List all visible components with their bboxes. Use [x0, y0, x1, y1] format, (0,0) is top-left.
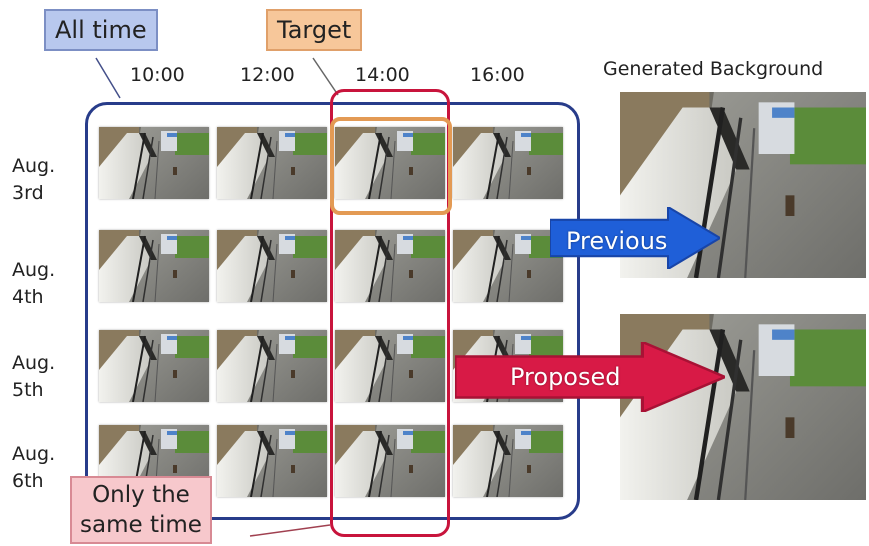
date-line: 4th	[12, 286, 44, 308]
target-cell-highlight	[330, 117, 452, 215]
date-label-aug-3rd: Aug. 3rd	[12, 153, 55, 207]
time-header-1200: 12:00	[240, 64, 295, 86]
time-header-1600: 16:00	[470, 64, 525, 86]
same-time-column-highlight	[330, 89, 450, 537]
previous-label: Previous	[566, 227, 668, 255]
thumbnail-aug3-1200	[217, 127, 327, 199]
target-label: Target	[266, 9, 363, 51]
date-line: Aug.	[12, 443, 56, 465]
label-line: Only the	[92, 482, 190, 508]
date-line: Aug.	[12, 155, 56, 177]
all-time-label: All time	[44, 9, 158, 51]
thumbnail-aug3-1000	[99, 127, 209, 199]
label-line: same time	[80, 512, 202, 538]
date-label-aug-6th: Aug. 6th	[12, 441, 55, 495]
time-header-1000: 10:00	[130, 64, 185, 86]
only-same-time-label: Only the same time	[70, 476, 212, 544]
time-header-1400: 14:00	[355, 64, 410, 86]
thumbnail-aug5-1000	[99, 330, 209, 402]
date-label-aug-4th: Aug. 4th	[12, 257, 55, 311]
thumbnail-aug5-1200	[217, 330, 327, 402]
thumbnail-aug4-1600	[453, 230, 563, 302]
date-line: Aug.	[12, 259, 56, 281]
date-line: 5th	[12, 379, 44, 401]
thumbnail-aug4-1000	[99, 230, 209, 302]
date-label-aug-5th: Aug. 5th	[12, 350, 55, 404]
date-line: 6th	[12, 470, 44, 492]
thumbnail-aug6-1200	[217, 425, 327, 497]
proposed-label: Proposed	[510, 363, 621, 391]
date-line: 3rd	[12, 182, 44, 204]
thumbnail-aug6-1600	[453, 425, 563, 497]
generated-background-title: Generated Background	[603, 58, 824, 80]
thumbnail-aug3-1600	[453, 127, 563, 199]
date-line: Aug.	[12, 352, 56, 374]
thumbnail-aug4-1200	[217, 230, 327, 302]
